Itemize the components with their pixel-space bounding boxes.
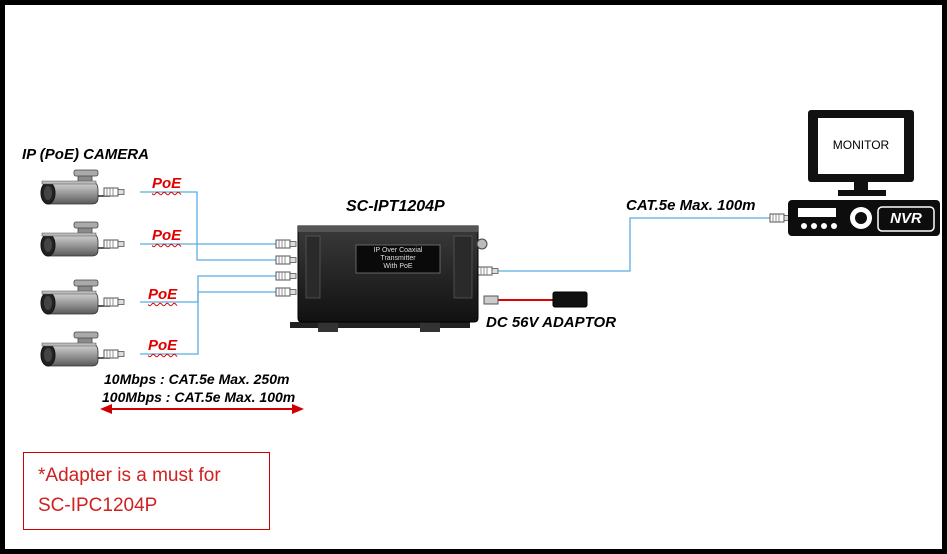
note-box: *Adapter is a must for SC-IPC1204P — [23, 452, 270, 530]
monitor-icon — [808, 110, 914, 196]
poe-label-1: PoE — [152, 175, 182, 192]
note-line-2: SC-IPC1204P — [38, 495, 158, 516]
camera-cables — [140, 191, 276, 355]
camera-group-label: IP (PoE) CAMERA — [22, 146, 149, 163]
nvr-cable — [492, 217, 770, 272]
monitor-label: MONITOR — [832, 138, 890, 152]
device-screen-line: IP Over Coaxial — [373, 247, 423, 254]
power-cable — [483, 295, 553, 305]
cat5-monitor-label: CAT.5e Max. 100m — [626, 197, 756, 214]
poe-label-3: PoE — [148, 286, 178, 303]
adaptor-label: DC 56V ADAPTOR — [486, 314, 617, 331]
device-name-label: SC-IPT1204P — [346, 198, 445, 215]
device-screen-text: IP Over Coaxial Transmitter With PoE — [356, 247, 440, 271]
note-line-1: *Adapter is a must for — [38, 465, 221, 486]
device-screen-line: With PoE — [383, 263, 413, 270]
distance-arrow — [100, 404, 304, 414]
poe-label-4: PoE — [148, 337, 178, 354]
poe-label-2: PoE — [152, 227, 182, 244]
device-screen-line: Transmitter — [380, 255, 416, 262]
nvr-label: NVR — [890, 210, 922, 227]
speed-10-label: 10Mbps : CAT.5e Max. 250m — [104, 371, 290, 387]
nvr-icon — [788, 200, 940, 236]
transmitter-device-icon — [290, 225, 488, 332]
power-adaptor-icon — [552, 291, 588, 308]
speed-100-label: 100Mbps : CAT.5e Max. 100m — [102, 389, 296, 405]
ip-camera-icon — [40, 169, 111, 367]
